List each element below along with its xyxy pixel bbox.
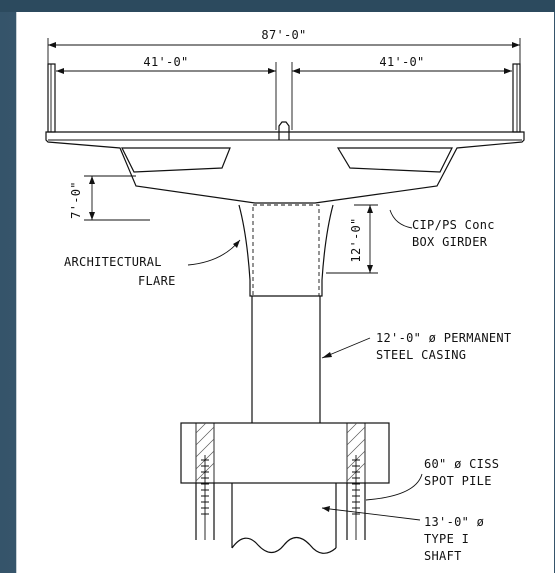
shaft-label-line1: 13'-0" ø — [424, 515, 484, 529]
left-barrier — [47, 63, 56, 133]
right-barrier — [512, 63, 521, 133]
left-spot-pile — [195, 455, 215, 540]
pile-label-line2: SPOT PILE — [424, 474, 492, 488]
left-span-label: 41'-0" — [143, 55, 188, 69]
flare-label-line2: FLARE — [138, 274, 176, 288]
flare-height-label: 12'-0" — [349, 217, 363, 262]
shaft — [231, 483, 337, 554]
girder-depth-dimension: 7'-0" — [69, 175, 150, 221]
flare-label-line1: ARCHITECTURAL — [64, 255, 162, 269]
shaft-label-line2: TYPE I — [424, 532, 469, 546]
girder-label-line1: CIP/PS Conc — [412, 218, 495, 232]
frame-top-bar — [0, 0, 555, 12]
drawing-panel — [16, 12, 554, 573]
overall-dimension: 87'-0" — [47, 28, 521, 64]
median-barrier — [278, 121, 290, 140]
flare-height-dimension: 12'-0" — [326, 204, 378, 274]
casing-label-line2: STEEL CASING — [376, 348, 466, 362]
girder-label-line2: BOX GIRDER — [412, 235, 488, 249]
casing-label-line1: 12'-0" ø PERMANENT — [376, 331, 511, 345]
right-spot-pile — [346, 455, 366, 540]
overall-width-label: 87'-0" — [261, 28, 306, 42]
pile-cap — [180, 422, 390, 484]
leader-lines — [187, 209, 423, 521]
column — [238, 204, 334, 423]
pile-label-line1: 60" ø CISS — [424, 457, 499, 471]
box-girder — [45, 131, 525, 204]
shaft-label-line3: SHAFT — [424, 549, 462, 563]
right-span-label: 41'-0" — [379, 55, 424, 69]
span-dimensions: 41'-0" 41'-0" — [56, 55, 512, 130]
girder-depth-label: 7'-0" — [69, 181, 83, 219]
